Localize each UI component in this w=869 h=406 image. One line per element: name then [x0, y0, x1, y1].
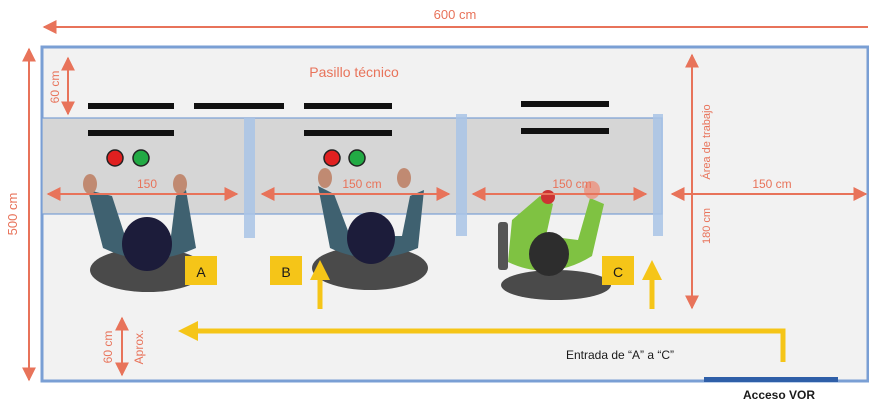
partition-ab	[244, 118, 255, 238]
operator-a-icon	[83, 174, 206, 292]
corridor-label: Pasillo técnico	[309, 64, 399, 80]
corridor-depth-label: 60 cm	[48, 71, 62, 104]
aisle-depth-label: 60 cm	[101, 331, 115, 364]
partition-c-end	[653, 114, 663, 236]
room-width-label: 600 cm	[434, 7, 477, 22]
access-label: Acceso VOR	[743, 388, 815, 402]
position-marker-c	[602, 256, 634, 285]
access-door	[704, 377, 838, 382]
monitors	[88, 101, 609, 136]
position-a-width-label: 150	[137, 177, 157, 191]
aisle-approx-label: Aprox.	[132, 330, 146, 365]
indicator-lights-b	[323, 149, 366, 167]
work-area-label: Área de trabajo	[700, 104, 713, 179]
position-marker-b	[270, 256, 302, 285]
position-letter-c: C	[613, 264, 623, 280]
green-indicator-icon	[132, 149, 150, 167]
operator-b-icon	[312, 168, 428, 290]
position-b-width-label: 150 cm	[342, 177, 381, 191]
work-area-depth-label: 180 cm	[701, 208, 713, 244]
red-indicator-icon	[106, 149, 124, 167]
position-letter-b: B	[281, 264, 290, 280]
partition-bc	[456, 114, 467, 236]
green-indicator-icon	[348, 149, 366, 167]
position-marker-a	[185, 256, 217, 285]
red-indicator-icon	[323, 149, 341, 167]
indicator-lights-a	[106, 149, 150, 167]
entry-path-arrows	[178, 260, 786, 362]
position-c-width-label: 150 cm	[552, 177, 591, 191]
room-height-label: 500 cm	[5, 193, 20, 236]
position-letter-a: A	[196, 264, 206, 280]
free-space-width-label: 150 cm	[752, 177, 791, 191]
entry-label: Entrada de “A” a “C”	[566, 348, 674, 362]
dimension-lines	[22, 20, 868, 382]
